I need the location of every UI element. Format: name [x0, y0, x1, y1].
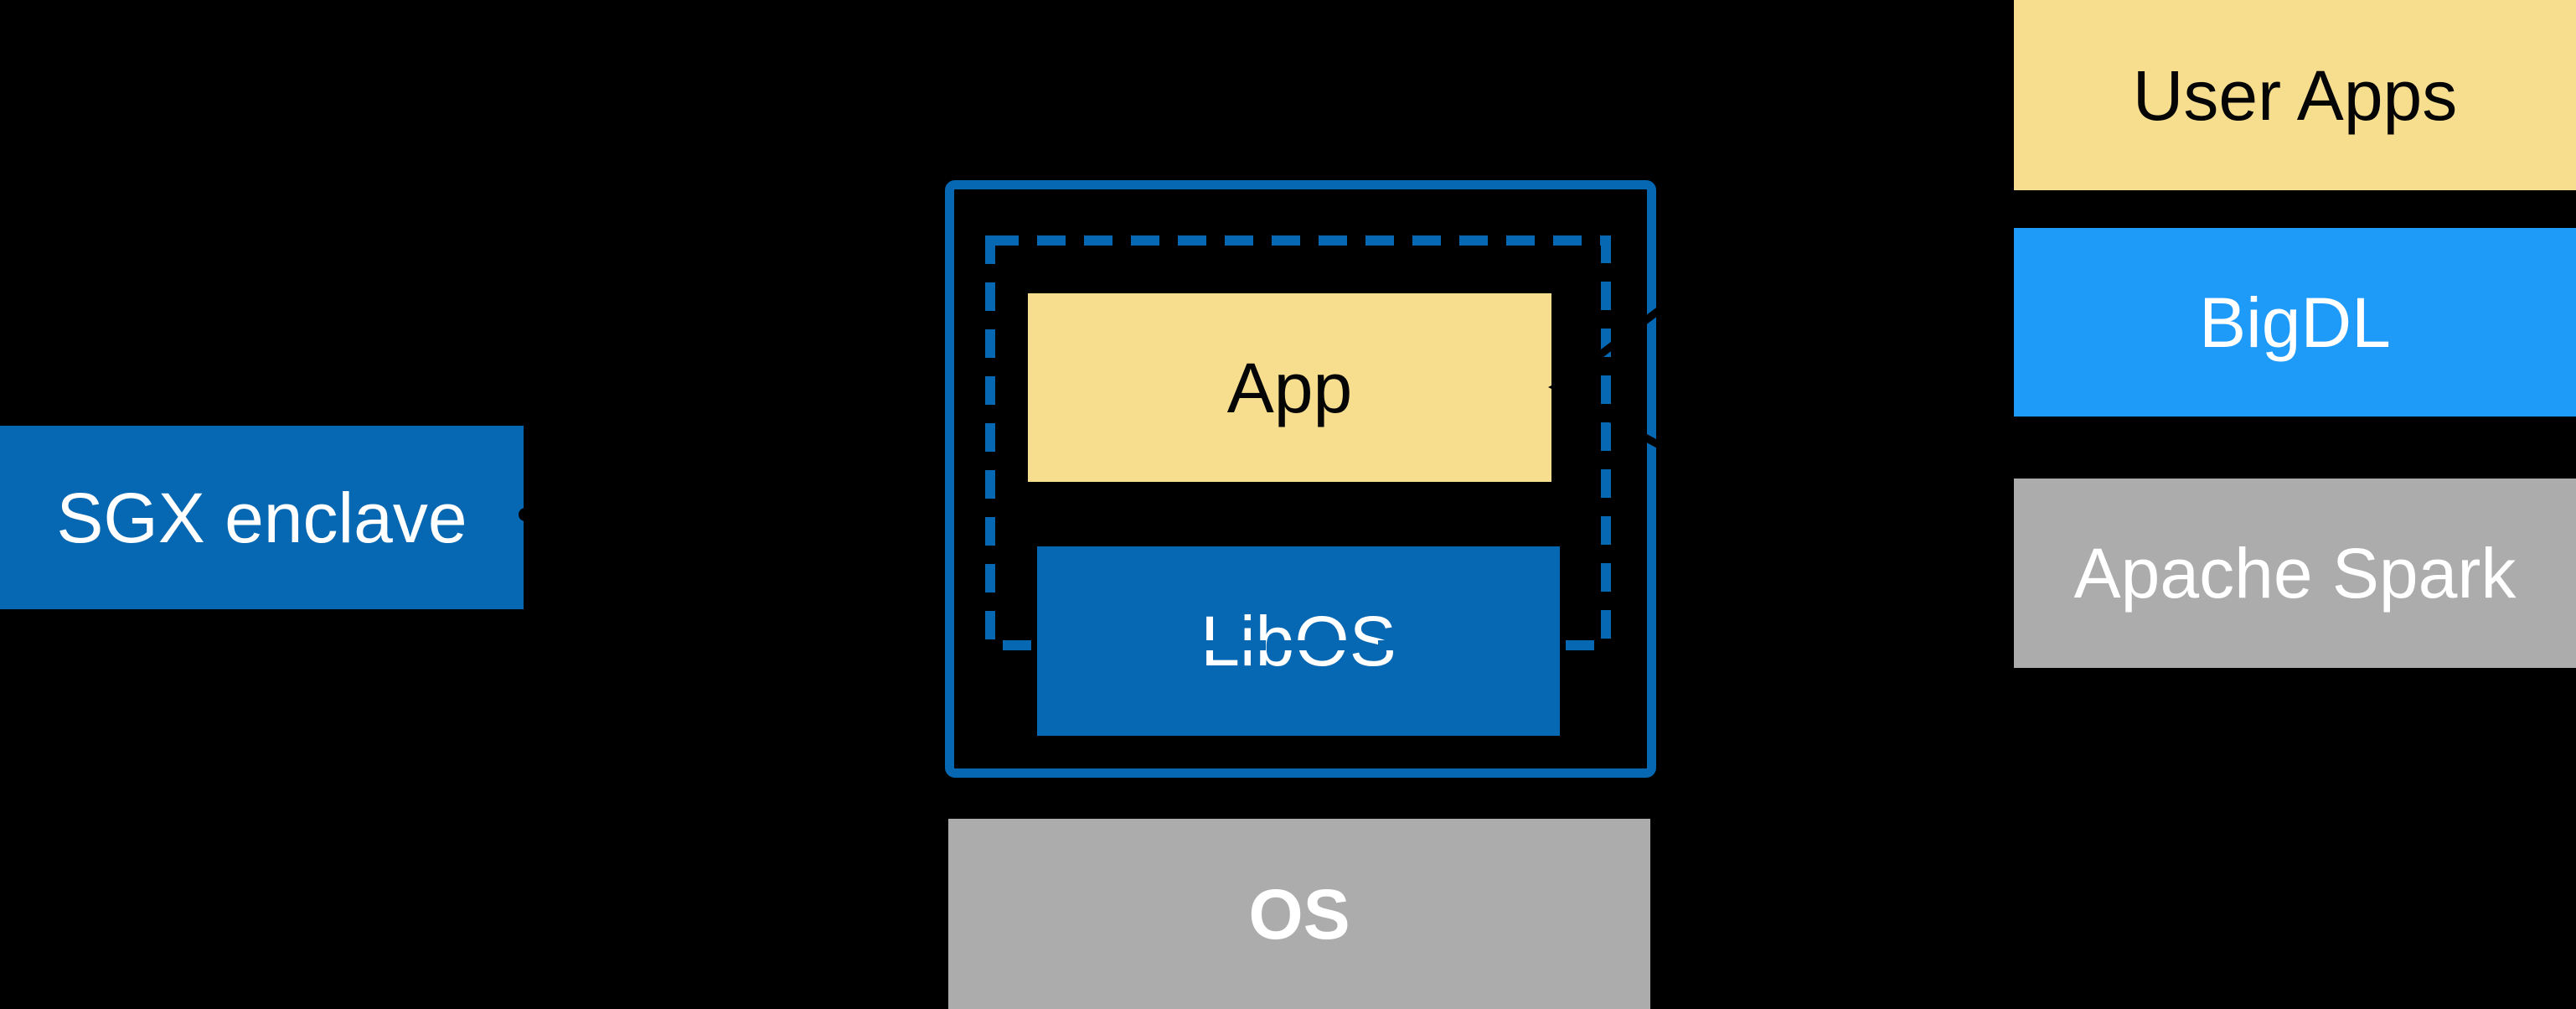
- os-label: OS: [1248, 874, 1350, 954]
- app-label: App: [1226, 348, 1353, 427]
- apache-spark-box: Apache Spark: [2014, 479, 2576, 668]
- sgx-enclave-label: SGX enclave: [56, 478, 467, 557]
- os-box: OS: [948, 819, 1650, 1009]
- bigdl-box: BigDL: [2014, 228, 2576, 417]
- apache-spark-label: Apache Spark: [2073, 534, 2517, 613]
- libos-box: LibOS: [1037, 546, 1560, 736]
- libos-label: LibOS: [1200, 602, 1396, 680]
- user-apps-box: User Apps: [2014, 0, 2576, 190]
- bigdl-label: BigDL: [2199, 282, 2391, 362]
- user-apps-label: User Apps: [2132, 55, 2458, 135]
- app-box: App: [1028, 293, 1551, 482]
- sgx-enclave-box: SGX enclave: [0, 426, 524, 609]
